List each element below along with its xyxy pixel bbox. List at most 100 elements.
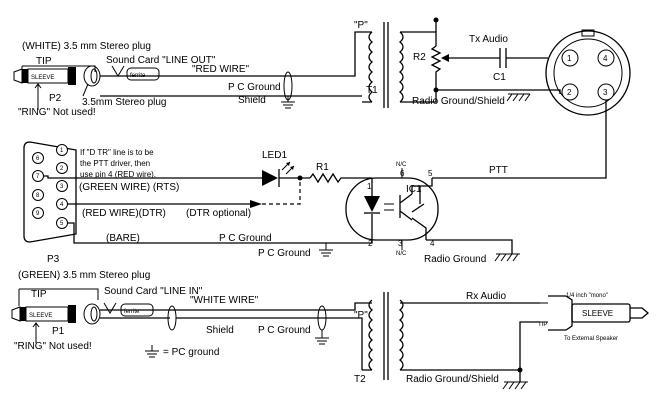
db9-pin-2: [56, 162, 68, 174]
signal-wire-top: [100, 31, 362, 77]
speaker-sleeve-label: SLEEVE: [582, 309, 613, 318]
transformer-t2: "P" T2: [354, 292, 404, 385]
ic1-phototransistor: [399, 178, 433, 221]
bottom-plug-tip-label: TIP: [31, 289, 47, 300]
t1-primary-coil: [368, 31, 374, 103]
rx-audio-label: Rx Audio: [466, 291, 506, 302]
speaker-plug-sleeve: [571, 303, 631, 323]
top-right-radio: R2 Tx Audio C1 Radio Ground/Shield 1 4 2…: [400, 17, 631, 179]
dtr-note-line-2: the PTT driver, then: [80, 159, 150, 168]
radio-ground-wire-bottom: [400, 321, 540, 371]
top-plug-tip-label: TIP: [36, 56, 52, 67]
db9-pin-3: [56, 180, 68, 192]
svg-text:3: 3: [60, 184, 64, 190]
svg-text:5: 5: [428, 169, 433, 178]
bottom-plug-title: (GREEN) 3.5 mm Stereo plug: [18, 270, 150, 281]
green-wire-rts: [44, 175, 262, 179]
db9-pin-6: [32, 152, 44, 164]
db9-pin-7: [32, 170, 44, 182]
ring-note-arrowhead: [34, 83, 42, 89]
ptt-wire-to-connector: [520, 100, 607, 179]
xlr-pin-3-label: 3: [603, 88, 608, 97]
plug-caption-leader: [82, 83, 89, 97]
xlr-pin-1-label: 1: [567, 54, 572, 63]
dtr-note-line-1: If "D TR" line is to be: [80, 148, 154, 157]
dtr-optional-label: (DTR optional): [186, 208, 251, 219]
svg-text:ferrite: ferrite: [124, 309, 140, 315]
led1-label: LED1: [262, 150, 287, 161]
speaker-plug-caption: 1/4 inch "mono": [566, 293, 608, 299]
xlr-pin-2-label: 2: [567, 88, 572, 97]
r2-label: R2: [413, 52, 426, 63]
top-plug-title: (WHITE) 3.5 mm Stereo plug: [22, 41, 151, 52]
nc-top: N/C: [396, 162, 407, 168]
ic1-optocoupler: [345, 177, 439, 241]
r2-resistor: [430, 45, 442, 90]
xlr-pin-4-label: 4: [603, 54, 608, 63]
t1-p-label: "P": [354, 20, 368, 31]
t1-primary-leads: [362, 31, 372, 103]
c1-label: C1: [493, 72, 506, 83]
speaker-tip-label: TIP: [538, 322, 547, 328]
pc-ground-top: P C Ground: [228, 82, 281, 93]
red-wire-label: "RED WIRE": [192, 64, 250, 75]
to-external-speaker: To External Speaker: [564, 336, 618, 342]
t1-core: [383, 22, 389, 108]
r2-wiper-arrow: [441, 54, 449, 62]
svg-text:4: 4: [430, 239, 435, 248]
ic1-optical-coupling: [384, 203, 394, 211]
ferrite-choke-top: [126, 67, 160, 81]
radio-ground-symbol-bottom: [502, 381, 528, 390]
top-plug-caption: 3.5mm Stereo plug: [82, 97, 167, 108]
top-plug-ring-note: "RING" Not used!: [18, 107, 96, 118]
top-line-out: Sound Card "LINE OUT" "RED WIRE" ferrite…: [100, 31, 362, 109]
ic1-darlington: [411, 203, 427, 240]
xlr-pin-1: [561, 49, 579, 67]
cable-shield-bottom: [83, 303, 101, 325]
dtr-arrow: [250, 200, 262, 208]
pc-ground-mid-a: P C Ground: [219, 233, 272, 244]
svg-text:3: 3: [398, 239, 403, 248]
bottom-line-in: Sound Card "LINE IN" "WHITE WIRE" ferrit…: [100, 286, 540, 390]
tx-audio-label: Tx Audio: [469, 34, 508, 45]
dtr-note-line-3: use pin 4 (RED wire).: [80, 170, 156, 179]
ptt-label: PTT: [489, 165, 508, 176]
r1-resistor: [309, 172, 372, 184]
pc-ground-mid-b: P C Ground: [258, 248, 311, 259]
svg-text:4: 4: [60, 202, 64, 208]
plug-ring-band: [22, 69, 28, 83]
xlr-pin-2: [561, 83, 579, 101]
t2-primary-coil: [368, 299, 374, 371]
white-wire-label: "WHITE WIRE": [190, 295, 259, 306]
svg-text:9: 9: [36, 211, 40, 217]
radio-ground-shield-top: Radio Ground/Shield: [412, 96, 505, 107]
t2-ref: T2: [354, 374, 366, 385]
db9-pin-9: [32, 207, 44, 219]
svg-text:1: 1: [367, 182, 372, 191]
red-wire-label: (RED WIRE)(DTR): [82, 208, 166, 219]
svg-text:1: 1: [60, 148, 64, 154]
connector-key: [581, 29, 595, 37]
pc-ground-symbol-bottom: [315, 330, 329, 345]
svg-text:6: 6: [36, 156, 40, 162]
bottom-plug-ref: P1: [52, 326, 65, 337]
radio-ground-shield-bottom: Radio Ground/Shield: [406, 374, 499, 385]
t2-p-label: "P": [354, 310, 368, 321]
pc-ground-symbol-mid: [319, 243, 333, 257]
t2-secondary-coil: [398, 299, 404, 371]
pc-ground-bottom: P C Ground: [258, 325, 311, 336]
shield-top: Shield: [238, 95, 266, 106]
radio-ground-mid-label: Radio Ground: [424, 254, 486, 265]
t1-secondary-coil: [398, 31, 404, 103]
radio-mic-connector: [545, 30, 631, 116]
middle-ptt-driver: (GREEN WIRE) (RTS) (RED WIRE)(DTR) (DTR …: [44, 150, 520, 265]
t2-core: [383, 292, 389, 380]
ic1-led: [364, 196, 380, 212]
plug-collar: [68, 67, 76, 85]
led1-diode: [262, 170, 278, 186]
bottom-plug-p1: (GREEN) 3.5 mm Stereo plug TIP SLEEVE P1…: [11, 270, 219, 358]
svg-text:5: 5: [60, 221, 64, 227]
bare-label: (BARE): [106, 233, 140, 244]
ic1-label: IC1: [406, 184, 422, 195]
top-plug-p2: (WHITE) 3.5 mm Stereo plug TIP SLEEVE P2…: [13, 41, 167, 118]
